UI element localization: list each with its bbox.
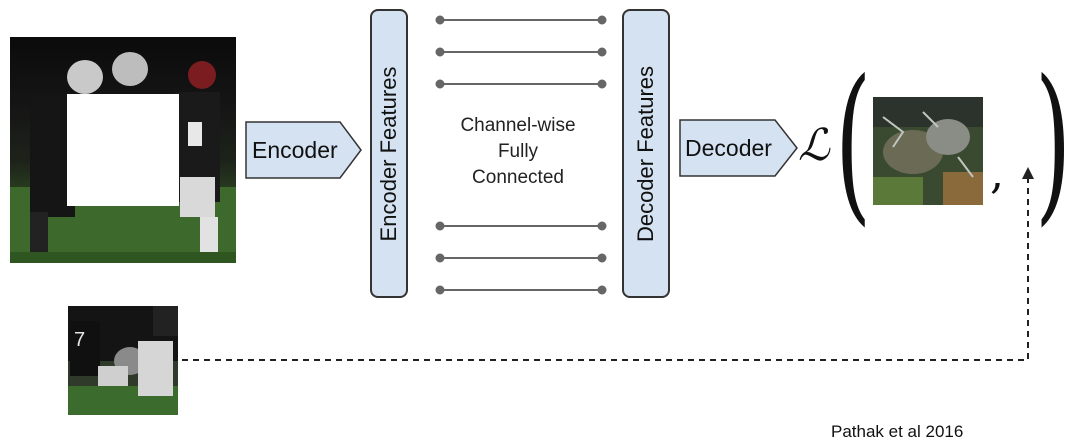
connector-line-2: Fully bbox=[497, 141, 539, 162]
comma: , bbox=[990, 148, 1004, 199]
input-image-with-hole bbox=[10, 37, 236, 263]
open-paren: ( bbox=[834, 44, 872, 242]
connector-line-1: Channel-wise bbox=[460, 115, 576, 136]
dashed-arrow bbox=[182, 167, 1034, 361]
decoder-features-bar bbox=[622, 9, 670, 298]
close-paren: ) bbox=[1034, 44, 1072, 242]
channel-wise-fc-text: Channel-wise Fully Connected bbox=[418, 113, 618, 191]
missing-region bbox=[67, 94, 179, 206]
reconstructed-patch bbox=[873, 97, 983, 205]
encoder-features-bar bbox=[370, 9, 408, 298]
ground-truth-patch: 7 bbox=[68, 306, 178, 415]
encoder-label: Encoder bbox=[252, 137, 338, 163]
decoder-block bbox=[679, 119, 798, 177]
citation: Pathak et al 2016 bbox=[831, 422, 964, 441]
loss-symbol: ℒ bbox=[798, 120, 830, 171]
fully-connected-lines bbox=[435, 15, 607, 295]
connector-line-3: Connected bbox=[472, 167, 564, 188]
svg-text:7: 7 bbox=[74, 329, 85, 351]
encoder-block bbox=[245, 121, 362, 179]
decoder-label: Decoder bbox=[685, 135, 772, 161]
